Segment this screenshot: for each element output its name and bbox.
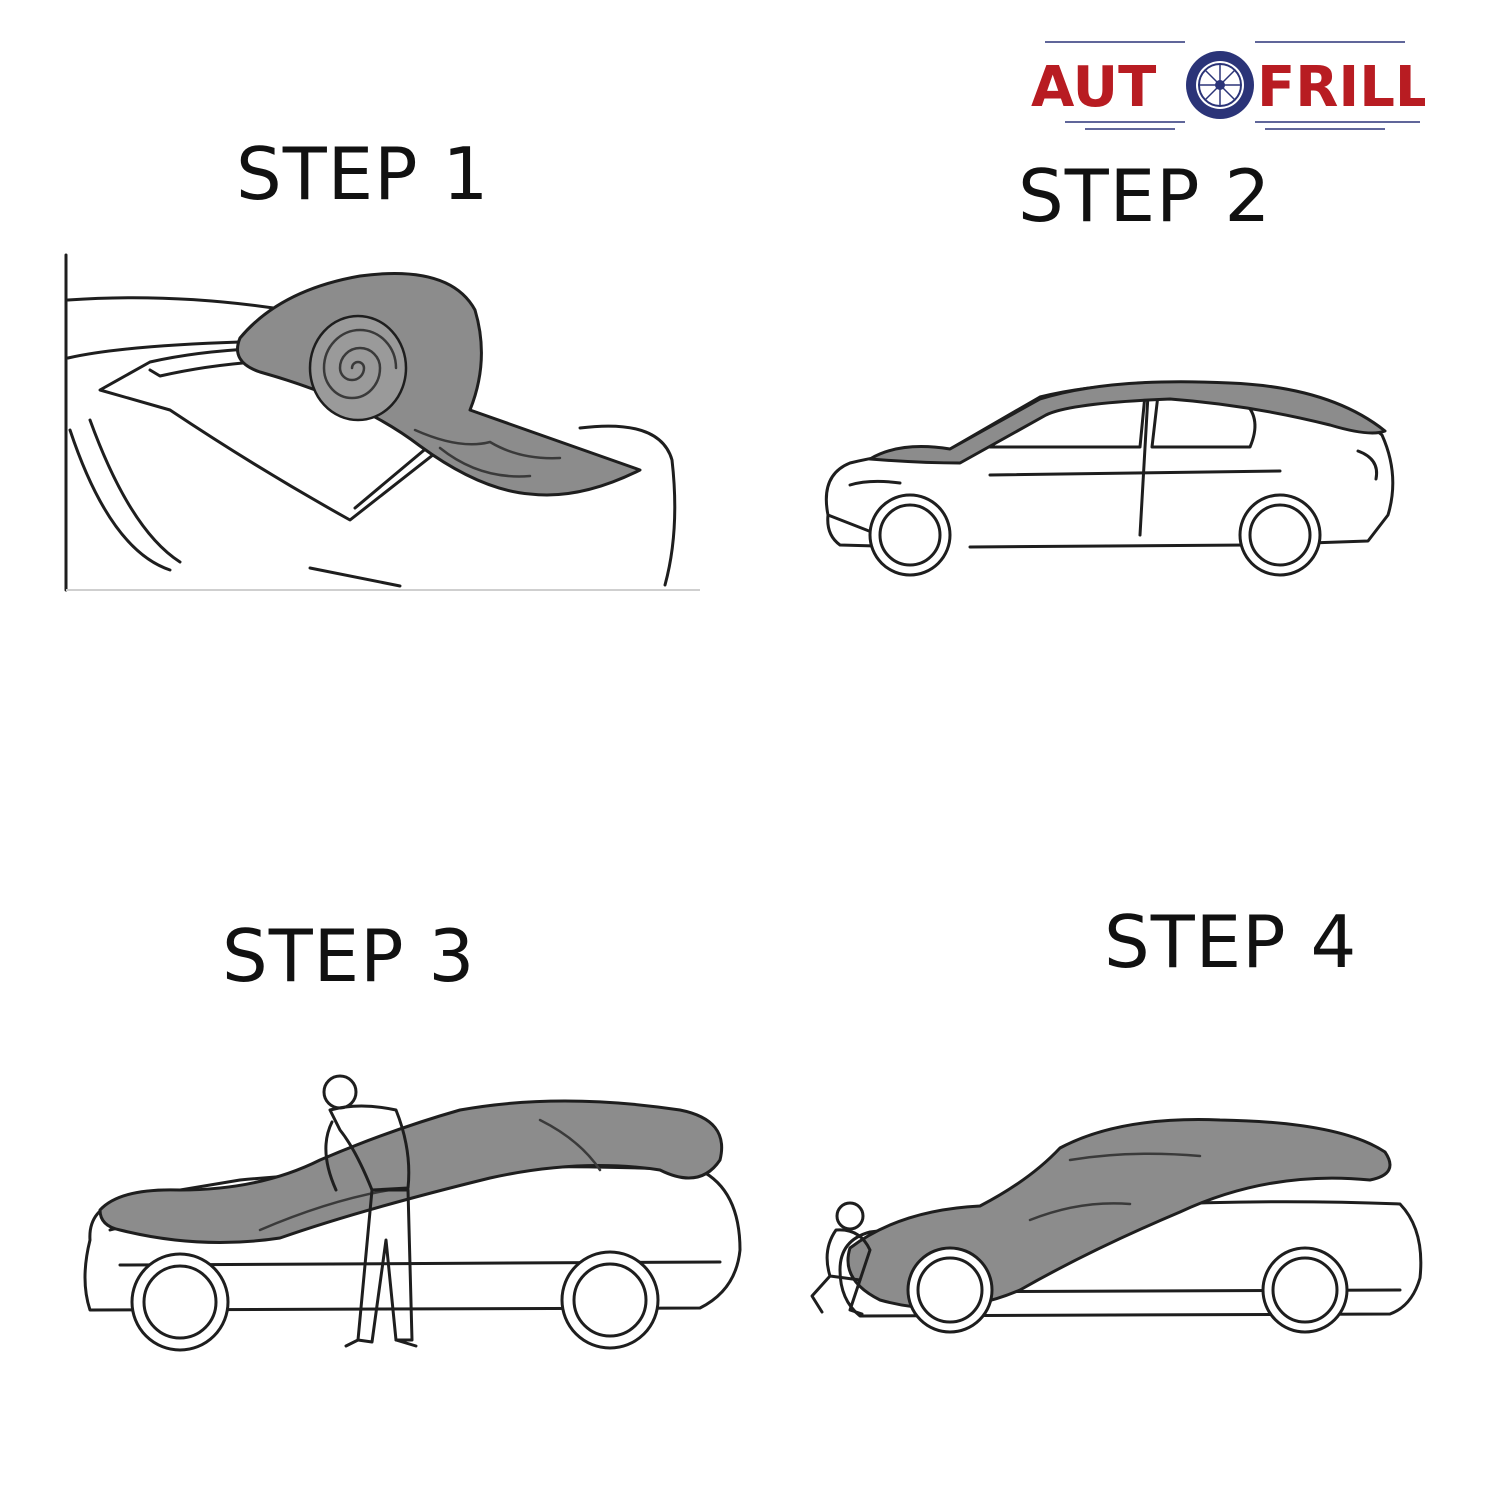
step-3-illustration [83, 1074, 742, 1352]
step-4-illustration [810, 1118, 1423, 1334]
brand-logo: AUT FRILL [1031, 41, 1425, 130]
step-3-title: STEP 3 [222, 914, 476, 998]
logo-text-right: FRILL [1257, 55, 1425, 120]
logo-speed-lines [1045, 41, 1420, 130]
step-1-title: STEP 1 [236, 132, 490, 216]
step-4-title: STEP 4 [1104, 900, 1358, 984]
wheel-icon [1186, 51, 1254, 119]
cover-roll-spiral [308, 314, 408, 422]
person-figure [322, 1074, 418, 1348]
car-rear-outline [66, 296, 677, 588]
car-cover-spreading [98, 1099, 724, 1244]
crouching-person-figure [810, 1201, 872, 1316]
step-2-illustration [824, 380, 1395, 577]
step-2-title: STEP 2 [1018, 154, 1272, 238]
car-cover-strip [868, 380, 1387, 465]
rolled-car-cover [236, 272, 642, 497]
logo-text-left: AUT [1031, 55, 1156, 120]
step-1-illustration [64, 253, 700, 592]
